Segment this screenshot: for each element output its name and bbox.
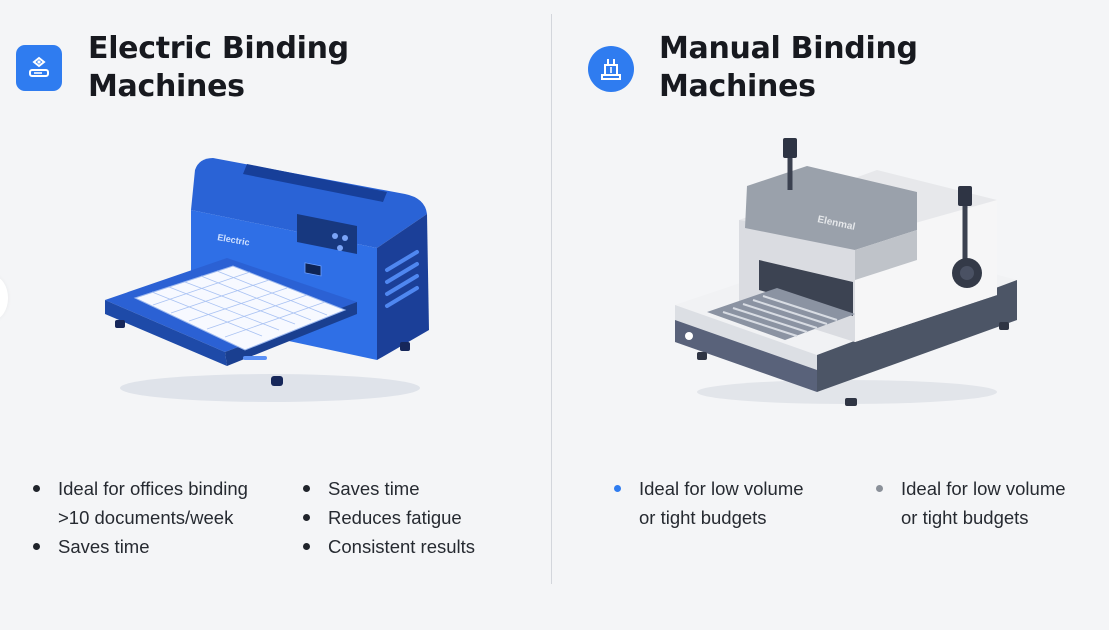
binding-machine-icon	[588, 46, 634, 92]
list-item: Saves time	[299, 474, 529, 503]
electric-binding-machine-illustration: Electric	[105, 158, 429, 402]
manual-benefits-list-1: Ideal for low volume or tight budgets	[610, 474, 840, 532]
list-item: or tight budgets	[901, 507, 1029, 528]
list-item: Consistent results	[299, 532, 529, 561]
binding-document-icon	[16, 45, 62, 91]
manual-binding-panel: Manual Binding Machines	[552, 0, 1109, 630]
manual-benefits-list-2: Ideal for low volume or tight budgets	[872, 474, 1102, 532]
panel-divider	[551, 14, 552, 584]
list-item: Saves time	[29, 532, 289, 561]
list-item: Ideal for offices binding	[29, 474, 289, 503]
list-item: Ideal for low volume	[610, 474, 840, 503]
scroll-edge-handle	[0, 276, 8, 320]
electric-title: Electric Binding Machines	[88, 31, 349, 104]
electric-benefits-list-2: Saves time Reduces fatigue Consistent re…	[299, 474, 529, 561]
list-item: Reduces fatigue	[299, 503, 529, 532]
list-item: Ideal for low volume	[872, 474, 1102, 503]
electric-binding-panel: Electric Binding Machines	[0, 0, 551, 630]
list-item: >10 documents/week	[58, 507, 234, 528]
electric-benefits-list-1: Ideal for offices binding >10 documents/…	[29, 474, 289, 561]
manual-binding-machine-illustration: Elenmal	[675, 138, 1017, 406]
list-item: or tight budgets	[639, 507, 767, 528]
manual-title: Manual Binding Machines	[659, 31, 918, 104]
